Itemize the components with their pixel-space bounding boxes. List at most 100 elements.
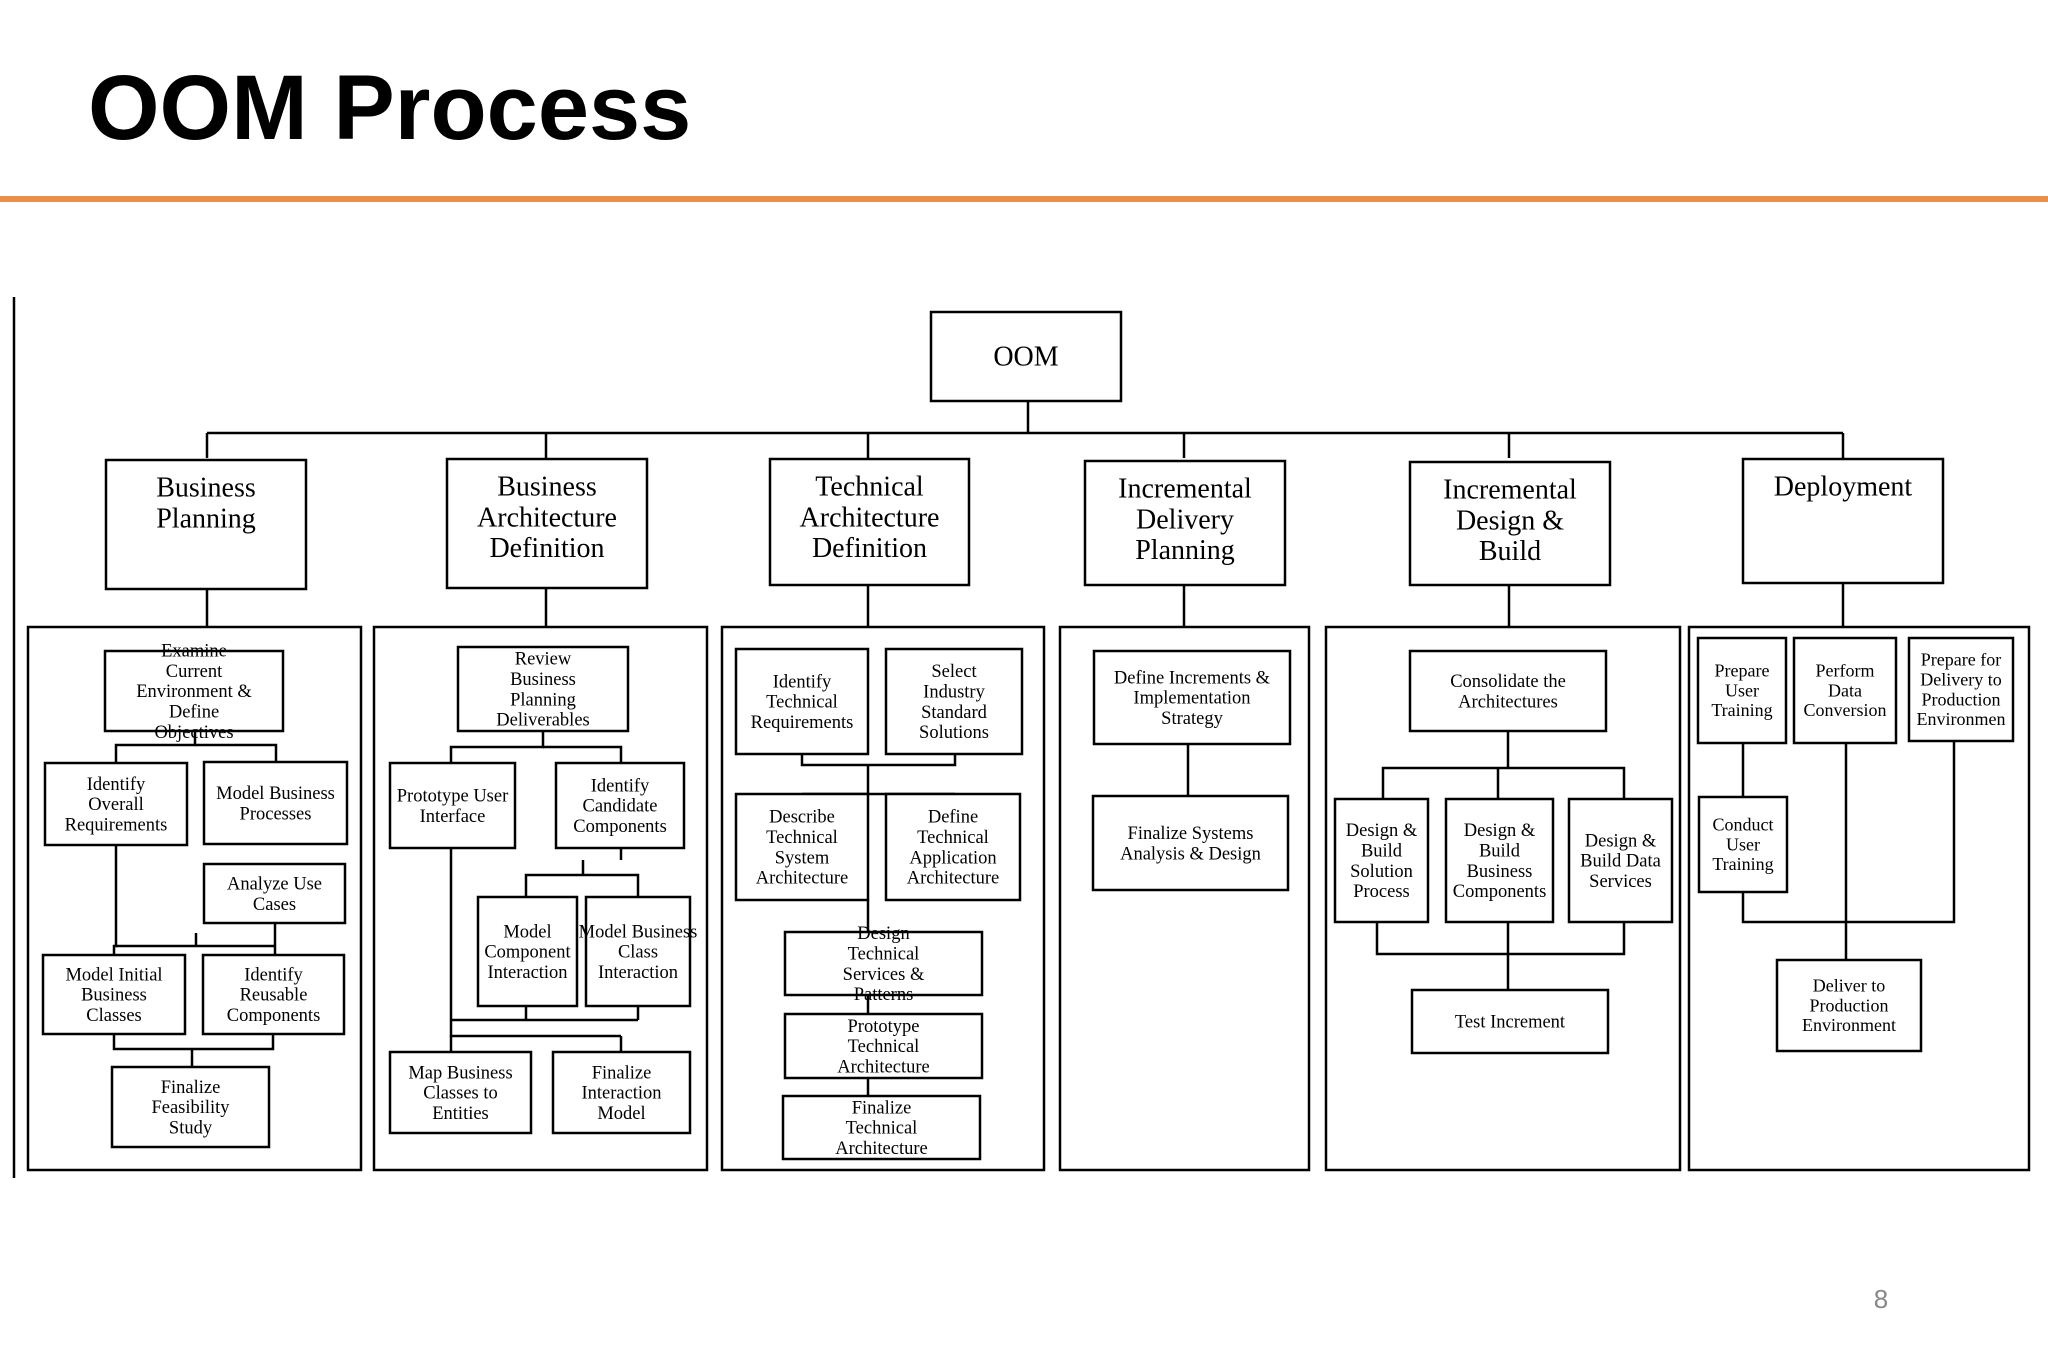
box-label-line: Classes bbox=[86, 1006, 142, 1026]
box-label-line: Production bbox=[1922, 689, 2001, 709]
box-label-line: Training bbox=[1711, 700, 1772, 720]
box-label-line: Cases bbox=[253, 895, 296, 915]
box-label-line: Design & bbox=[1585, 831, 1657, 851]
phase-panel bbox=[1058, 625, 1311, 1172]
box-label-line: Identify bbox=[87, 775, 146, 795]
box-label-line: Prototype bbox=[848, 1017, 920, 1037]
box-label-line: Environmen bbox=[1917, 709, 2006, 729]
box-outline bbox=[1697, 795, 1789, 894]
box-label-line: Deliver to bbox=[1813, 976, 1885, 996]
box-outline bbox=[584, 895, 692, 1008]
box-label-line: Perform bbox=[1816, 661, 1875, 681]
box-label-line: Finalize Systems bbox=[1128, 824, 1254, 844]
box-outline bbox=[1444, 797, 1555, 924]
box-label-line: Technical bbox=[766, 828, 838, 848]
box-label-line: Build bbox=[1479, 536, 1541, 567]
box-outline bbox=[1091, 794, 1290, 892]
box-label-line: Conduct bbox=[1713, 815, 1774, 835]
connector-line bbox=[1375, 922, 1626, 956]
box-label-line: Build bbox=[1361, 841, 1403, 861]
box-label-line: Identify bbox=[591, 776, 650, 796]
box-label-line: Business bbox=[1467, 862, 1533, 882]
box-label-line: Technical bbox=[848, 944, 920, 964]
box-label-line: Deployment bbox=[1774, 472, 1913, 503]
connector-line bbox=[112, 933, 118, 955]
box-label-line: System bbox=[775, 848, 830, 868]
phase-panel bbox=[1687, 625, 2031, 1172]
box-outline bbox=[884, 792, 1022, 902]
box-label-line: Delivery bbox=[1136, 504, 1234, 535]
box-label-line: Define Increments & bbox=[1114, 668, 1271, 688]
box-label-line: Strategy bbox=[1161, 709, 1223, 729]
box-label-line: Services & bbox=[843, 965, 925, 985]
phase-box: Deployment bbox=[1741, 457, 1945, 585]
box-label-line: Deliverables bbox=[496, 711, 590, 731]
box-label-line: User bbox=[1725, 680, 1759, 700]
box-label-line: Interaction bbox=[581, 1084, 661, 1104]
box-outline bbox=[1333, 797, 1430, 924]
activity-box: Test Increment bbox=[1410, 988, 1610, 1055]
box-label-line: Class bbox=[618, 943, 658, 963]
connector-line bbox=[449, 1020, 621, 1038]
box-label-line: Incremental bbox=[1443, 475, 1577, 506]
box-label-line: Patterns bbox=[854, 985, 914, 1005]
box-label-line: Processes bbox=[240, 804, 312, 824]
box-outline bbox=[1410, 988, 1610, 1055]
box-outline bbox=[1775, 958, 1923, 1053]
box-label-line: Interaction bbox=[598, 963, 678, 983]
box-label-line: Requirements bbox=[65, 815, 168, 835]
box-label-line: Examine bbox=[161, 641, 227, 661]
box-label-line: Component bbox=[484, 943, 571, 963]
box-label-line: Architecture bbox=[835, 1139, 927, 1159]
box-label-line: Study bbox=[169, 1118, 213, 1138]
box-label-line: Planning bbox=[156, 503, 256, 534]
box-label-line: Candidate bbox=[582, 797, 657, 817]
box-outline bbox=[768, 457, 971, 587]
box-label-line: Analysis & Design bbox=[1120, 844, 1261, 864]
box-outline bbox=[783, 1012, 984, 1080]
box-outline bbox=[554, 761, 686, 850]
box-label-line: Define bbox=[928, 808, 978, 828]
box-label-line: Requirements bbox=[751, 713, 854, 733]
box-label-line: Business bbox=[81, 986, 147, 1006]
box-label-line: Identify bbox=[244, 965, 303, 985]
box-label-line: Identify bbox=[773, 672, 832, 692]
box-label-line: Finalize bbox=[161, 1078, 221, 1098]
box-label-line: Model Business bbox=[216, 784, 335, 804]
box-label-line: Conversion bbox=[1804, 700, 1887, 720]
box-label-line: User bbox=[1726, 834, 1760, 854]
box-label-line: Solutions bbox=[919, 723, 989, 743]
box-outline bbox=[1741, 457, 1945, 585]
